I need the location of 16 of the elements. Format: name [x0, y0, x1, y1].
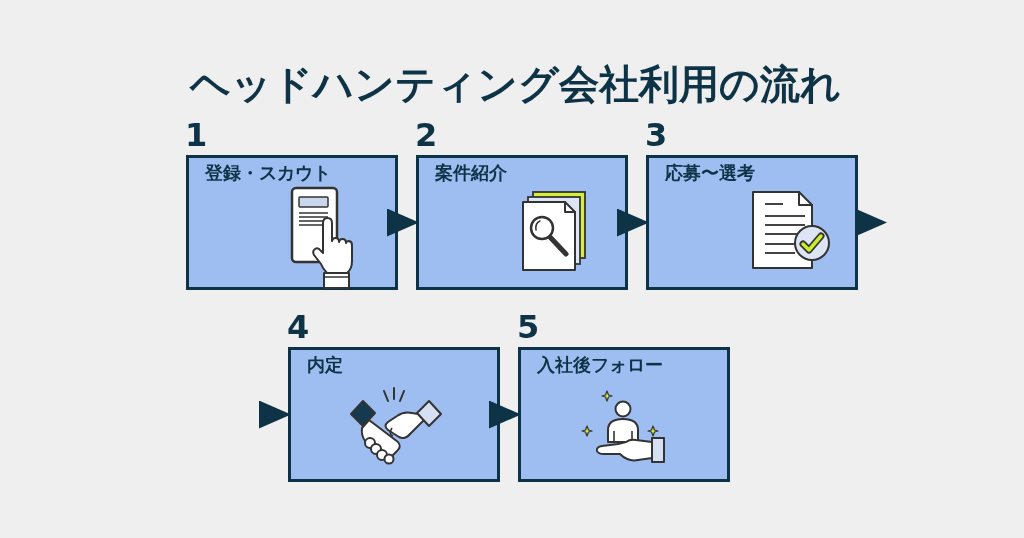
step-number: 2 — [415, 119, 438, 151]
step-label: 入社後フォロー — [537, 354, 663, 376]
step-label: 案件紹介 — [435, 162, 507, 184]
arrow — [489, 400, 521, 429]
step-number: 4 — [287, 311, 310, 343]
step-number: 5 — [517, 311, 540, 343]
step-label: 内定 — [307, 354, 343, 376]
step-number: 1 — [185, 119, 208, 151]
title: ヘッドハンティング会社利用の流れ — [190, 64, 841, 104]
arrow — [387, 208, 419, 237]
step-number: 3 — [645, 119, 668, 151]
step-label: 登録・スカウト — [205, 162, 331, 184]
step-label: 応募〜選考 — [665, 162, 755, 184]
arrow — [259, 400, 291, 429]
arrow — [617, 208, 649, 237]
arrow — [855, 208, 887, 237]
